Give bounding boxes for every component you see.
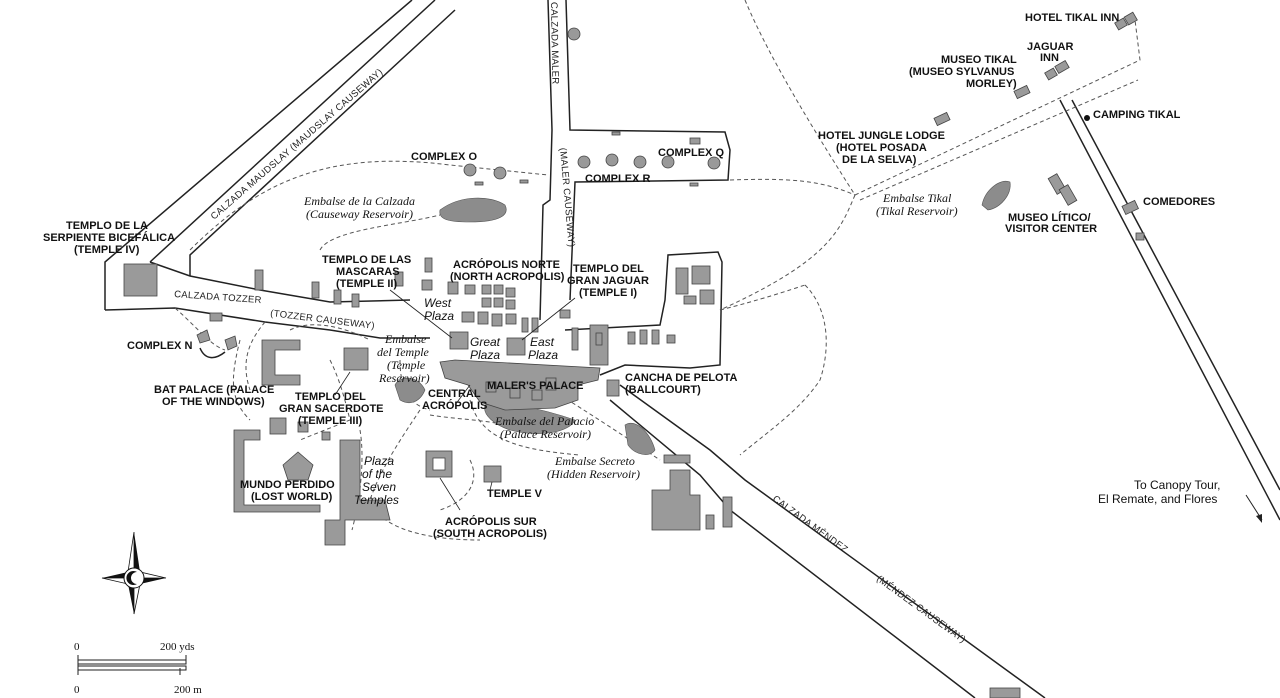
mendez-causeway-label: CALZADA MÉNDEZ [770, 494, 849, 556]
temple-iv-label-3: (TEMPLE IV) [74, 244, 140, 256]
hotel-jungle-lodge-label: HOTEL JUNGLE LODGE [818, 130, 945, 142]
reservoirs [394, 180, 1011, 455]
temple-i-label: TEMPLO DEL [573, 263, 644, 275]
museo-tikal-label-3: MORLEY) [966, 78, 1017, 90]
north-acropolis-label: ACRÓPOLIS NORTE [453, 258, 560, 271]
temple-reservoir-label-2: del Temple [377, 345, 430, 359]
palace-reservoir-label: Embalse del Palacio [494, 414, 594, 428]
temple-v-label: TEMPLE V [487, 488, 543, 500]
scale-zero-m: 0 [74, 684, 80, 696]
central-acropolis-label: CENTRAL [428, 388, 481, 400]
complex-q-label: COMPLEX Q [658, 147, 724, 159]
mundo-perdido-label-2: (LOST WORLD) [251, 491, 333, 503]
south-acropolis-label-2: (SOUTH ACROPOLIS) [433, 528, 547, 540]
hidden-reservoir-label: Embalse Secreto [554, 454, 635, 468]
camping-marker-icon [1084, 115, 1090, 121]
canopy-tour-note: To Canopy Tour, [1134, 478, 1221, 492]
temple-iv-label: TEMPLO DE LA [66, 220, 148, 232]
direction-arrow-icon [1245, 494, 1263, 523]
mundo-perdido-label: MUNDO PERDIDO [240, 479, 335, 491]
hidden-reservoir-label-2: (Hidden Reservoir) [547, 467, 640, 481]
temple-reservoir-label-3: (Temple [387, 358, 426, 372]
bat-palace-label-2: OF THE WINDOWS) [162, 396, 265, 408]
palace-reservoir-label-2: (Palace Reservoir) [500, 427, 591, 441]
seven-temples-label: Plaza [364, 454, 394, 468]
hotel-tikal-inn-label: HOTEL TIKAL INN [1025, 12, 1119, 24]
site-labels: HOTEL TIKAL INN JAGUAR INN MUSEO TIKAL (… [43, 12, 1215, 540]
seven-temples-label-2: of the [362, 467, 392, 481]
complex-o-label: COMPLEX O [411, 151, 477, 163]
great-plaza-label-2: Plaza [470, 348, 500, 362]
tozzer-causeway-en-label: (TOZZER CAUSEWAY) [270, 308, 376, 332]
temple-i-label-3: (TEMPLE I) [579, 287, 637, 299]
ruins [123, 11, 1145, 698]
compass-rose-icon [101, 531, 167, 615]
scale-m-label: 200 m [174, 684, 202, 696]
great-plaza-label: Great [470, 335, 501, 349]
museo-litico-label-2: VISITOR CENTER [1005, 223, 1097, 235]
museo-litico-label: MUSEO LÍTICO/ [1008, 211, 1091, 224]
complex-n-label: COMPLEX N [127, 340, 192, 352]
central-acropolis-label-2: ACRÓPOLIS [422, 399, 487, 412]
plaza-labels: West Plaza Great Plaza East Plaza Plaza … [354, 296, 558, 507]
temple-reservoir [394, 377, 426, 403]
temple-iii-label: TEMPLO DEL [295, 391, 366, 403]
ballcourt-label-2: (BALLCOURT) [625, 384, 701, 396]
scale-yds-label: 200 yds [160, 641, 195, 653]
north-acropolis-label-2: (NORTH ACROPOLIS) [450, 271, 565, 283]
canopy-tour-note-2: El Remate, and Flores [1098, 492, 1217, 506]
tikal-reservoir-label-2: (Tikal Reservoir) [876, 204, 958, 218]
reservoir-labels: Embalse de la Calzada (Causeway Reservoi… [303, 191, 958, 481]
ballcourt-label: CANCHA DE PELOTA [625, 372, 738, 384]
hotel-jungle-lodge-label-3: DE LA SELVA) [842, 154, 917, 166]
leader-lines [334, 289, 576, 511]
tikal-reservoir-label: Embalse Tikal [882, 191, 952, 205]
jaguar-inn-label-2: INN [1040, 52, 1059, 64]
temple-iv-label-2: SERPIENTE BICEFÁLICA [43, 231, 175, 244]
causeway-reservoir-label: Embalse de la Calzada [303, 194, 415, 208]
mendez-causeway-en-label: (MÉNDEZ CAUSEWAY) [874, 574, 967, 646]
hidden-reservoir [624, 423, 656, 455]
museo-tikal-label: MUSEO TIKAL [941, 54, 1017, 66]
east-plaza-label: East [530, 335, 555, 349]
tikal-reservoir [981, 180, 1011, 211]
causeway-reservoir [439, 197, 507, 223]
scale-bar: 0 200 yds 0 200 m [74, 641, 202, 696]
jaguar-inn-label: JAGUAR [1027, 41, 1074, 53]
maler-causeway-label: CALZADA MALER [548, 2, 560, 85]
west-plaza-label-2: Plaza [424, 309, 454, 323]
east-plaza-label-2: Plaza [528, 348, 558, 362]
temple-ii-label-2: MASCARAS [336, 266, 400, 278]
temple-reservoir-label: Embalse [384, 332, 427, 346]
hotel-jungle-lodge-label-2: (HOTEL POSADA [836, 142, 927, 154]
temple-ii-label: TEMPLO DE LAS [322, 254, 411, 266]
comedores-label: COMEDORES [1143, 196, 1215, 208]
museo-tikal-label-2: (MUSEO SYLVANUS [909, 66, 1014, 78]
scale-zero-yds: 0 [74, 641, 80, 653]
bat-palace-label: BAT PALACE (PALACE [154, 384, 274, 396]
camping-tikal-label: CAMPING TIKAL [1093, 109, 1181, 121]
temple-reservoir-label-4: Reservoir) [378, 371, 430, 385]
west-plaza-label: West [424, 296, 452, 310]
temple-iii-label-2: GRAN SACERDOTE [279, 403, 384, 415]
complex-r-label: COMPLEX R [585, 173, 650, 185]
temple-i-label-2: GRAN JAGUAR [567, 275, 649, 287]
tree-markers [463, 27, 721, 180]
seven-temples-label-4: Temples [354, 493, 399, 507]
seven-temples-label-3: Seven [362, 480, 396, 494]
tozzer-causeway-label: CALZADA TOZZER [174, 289, 262, 306]
malers-palace-label: MALER'S PALACE [487, 380, 584, 392]
temple-ii-label-3: (TEMPLE II) [336, 278, 397, 290]
south-acropolis-label: ACRÓPOLIS SUR [445, 515, 537, 528]
causeway-reservoir-label-2: (Causeway Reservoir) [306, 207, 413, 221]
temple-iii-label-3: (TEMPLE III) [298, 415, 363, 427]
